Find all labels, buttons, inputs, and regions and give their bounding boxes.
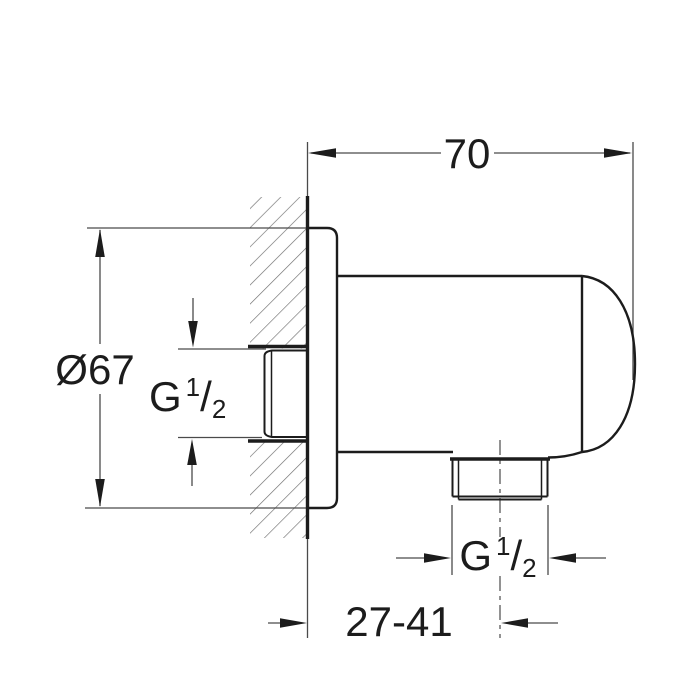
nut-outer-sides — [451, 460, 549, 497]
dome-cap-curve — [581, 274, 637, 454]
mounting-plate — [307, 226, 339, 510]
dim-label-overall-depth: 70 — [444, 130, 491, 177]
mounting-plate-outline — [307, 226, 339, 510]
outlet-union-nut — [450, 457, 550, 501]
arrowhead-right — [604, 148, 632, 158]
dim-label-wall-clearance: 27-41 — [345, 598, 452, 645]
body-outlet-transition — [547, 450, 583, 459]
arrowhead-right — [280, 618, 307, 628]
inlet-nipple-outline — [263, 349, 307, 438]
dimension-overall-depth: 70 — [308, 130, 634, 380]
arrowhead-up — [187, 439, 197, 465]
dim-label-plate-diameter: Ø67 — [55, 346, 134, 393]
nut-chamfer-lines — [457, 460, 543, 500]
wall-section — [250, 197, 308, 538]
arrowhead-right — [424, 553, 451, 563]
inlet-nipple — [248, 344, 307, 443]
arrowhead-left — [501, 618, 528, 628]
dimension-wall-clearance: 27-41 — [268, 598, 558, 645]
wall-hole-mask — [250, 348, 308, 440]
arrowhead-down — [95, 479, 105, 507]
elbow-body — [337, 274, 637, 459]
arrowhead-down — [188, 321, 198, 348]
arrowhead-left — [308, 148, 336, 158]
arrowhead-up — [95, 229, 105, 257]
arrowhead-left — [549, 553, 576, 563]
dimension-plate-diameter: Ø67 — [55, 227, 310, 509]
